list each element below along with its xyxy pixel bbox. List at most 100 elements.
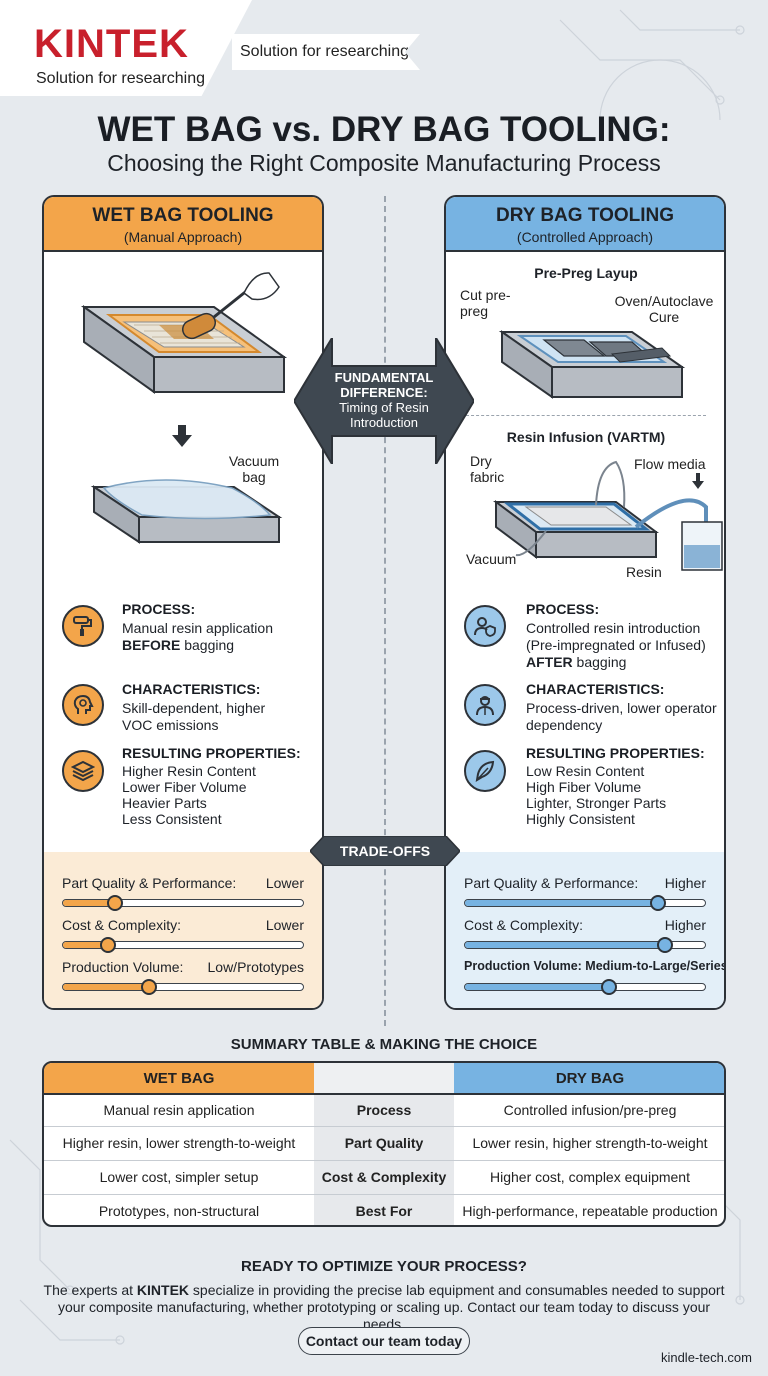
- operator-shield-icon: [474, 617, 496, 637]
- wet-result-item: Lower Fiber Volume: [122, 779, 247, 795]
- table-cell-criterion: Part Quality: [344, 1135, 424, 1151]
- wet-subheading: (Manual Approach): [123, 229, 243, 245]
- wet-process-icon-circle: [62, 605, 104, 647]
- dry-result-item: High Fiber Volume: [526, 779, 642, 795]
- wet-characteristics-heading: CHARACTERISTICS:: [122, 681, 261, 697]
- resin-label: Resin: [626, 564, 662, 580]
- fundamental-text: Timing of Resin Introduction: [339, 400, 429, 430]
- dry-tradeoffs-section: Part Quality & Performance: Higher Cost …: [446, 852, 726, 1008]
- wet-process-bagging: bagging: [180, 637, 235, 653]
- dry-tradeoff-value: Higher: [664, 875, 706, 891]
- dry-process-title: PROCESS:: [526, 601, 600, 617]
- dry-process-after: AFTER: [526, 654, 573, 670]
- tradeoffs-banner-shape: [310, 836, 460, 866]
- table-row-divider: [44, 1093, 724, 1095]
- wet-results-icon-circle: [62, 750, 104, 792]
- dry-tradeoff-label: Production Volume:: [464, 959, 586, 973]
- page-subtitle: Choosing the Right Composite Manufacturi…: [107, 150, 661, 176]
- dry-result-item: Highly Consistent: [526, 811, 635, 827]
- dry-characteristics-line1: Process-driven, lower operator: [526, 700, 717, 716]
- table-cell-dry: Lower resin, higher strength-to-weight: [472, 1135, 708, 1151]
- dry-characteristics-icon-circle: [464, 684, 506, 726]
- wet-result-item: Less Consistent: [122, 811, 222, 827]
- arrow-down-icon: [172, 425, 192, 447]
- cta-brand: KINTEK: [136, 1282, 190, 1298]
- wet-tradeoffs-section: Part Quality & Performance: Lower Cost &…: [44, 852, 322, 1008]
- wet-slider-fill: [63, 942, 109, 948]
- head-gear-icon: [73, 694, 94, 714]
- contact-team-button[interactable]: Contact our team today: [298, 1327, 470, 1355]
- cta-body: The experts at KINTEK specialize in prov…: [40, 1282, 728, 1333]
- brand-logo: KINTEK: [34, 22, 189, 66]
- wet-tradeoff-label: Cost & Complexity:: [62, 917, 182, 933]
- table-cell-criterion: Process: [356, 1101, 412, 1118]
- dry-heading: DRY BAG TOOLING: [495, 205, 675, 226]
- dry-result-item: Low Resin Content: [526, 763, 645, 779]
- wet-tradeoff-label: Part Quality & Performance:: [62, 875, 237, 891]
- dry-tradeoff-value: Medium-to-Large/Series: [585, 959, 726, 973]
- table-cell-criterion: Cost & Complexity: [321, 1169, 447, 1185]
- dry-volume-slider: [464, 983, 706, 991]
- wet-process-line2: BEFORE bagging: [122, 637, 234, 654]
- preg-layup-title: Pre-Preg Layup: [534, 265, 638, 281]
- table-header-wet: WET BAG: [44, 1063, 314, 1093]
- dry-section-separator: [466, 415, 706, 416]
- vacuum-label: Vacuum: [466, 551, 517, 567]
- brand-tagline: Solution for researching: [36, 70, 205, 87]
- table-cell-criterion: Best For: [355, 1202, 413, 1219]
- double-arrow-shape: [294, 338, 474, 464]
- resin-infusion-title: Resin Infusion (VARTM): [506, 429, 666, 445]
- dry-process-bagging: bagging: [572, 654, 627, 670]
- wet-tradeoff-value: Lower: [265, 917, 304, 933]
- wet-heading: WET BAG TOOLING: [92, 205, 274, 226]
- dry-tradeoff-label: Part Quality & Performance:: [464, 875, 639, 891]
- logo-panel: [0, 0, 252, 96]
- table-cell-wet: Manual resin application: [103, 1101, 255, 1118]
- dry-cost-knob: [656, 937, 673, 953]
- dry-results-title: RESULTING PROPERTIES:: [526, 745, 705, 761]
- dry-process-line2: (Pre-impregnated or Infused): [526, 637, 706, 653]
- table-cell-dry: Higher cost, complex equipment: [490, 1169, 690, 1185]
- table-row-divider: [44, 1160, 724, 1161]
- wet-process-line1: Manual resin application: [122, 620, 273, 636]
- dry-bag-panel: DRY BAG TOOLING (Controlled Approach) Pr…: [444, 195, 726, 1010]
- dry-process-line1: Controlled resin introduction: [526, 620, 701, 636]
- paint-roller-icon: [73, 616, 92, 636]
- dry-process-line3: AFTER bagging: [526, 654, 626, 671]
- dry-quality-knob: [649, 895, 666, 911]
- layers-icon: [71, 760, 95, 782]
- feather-icon: [475, 760, 495, 782]
- dry-slider-fill: [465, 900, 657, 906]
- wet-result-item: Heavier Parts: [122, 795, 207, 811]
- table-cell-wet: Prototypes, non-structural: [98, 1202, 260, 1219]
- wet-vacuum-bag-label: Vacuum bag: [228, 453, 280, 485]
- wet-slider-fill: [63, 984, 150, 990]
- fundamental-title: FUNDAMENTAL DIFFERENCE:: [334, 370, 434, 400]
- website-link[interactable]: kindle-tech.com: [660, 1350, 752, 1365]
- wet-result-item: Higher Resin Content: [122, 763, 256, 779]
- flow-media-label: Flow media: [634, 456, 706, 472]
- arrow-down-icon: [692, 473, 704, 489]
- wet-volume-slider: [62, 983, 304, 991]
- wet-cost-slider: [62, 941, 304, 949]
- cta-body-post: specialize in providing the precise lab …: [57, 1282, 725, 1332]
- summary-table: WET BAG DRY BAG Manual resin application…: [42, 1061, 726, 1227]
- table-mid-column: [314, 1093, 454, 1225]
- dry-subheading: (Controlled Approach): [516, 229, 654, 245]
- summary-title: SUMMARY TABLE & MAKING THE CHOICE: [230, 1036, 538, 1053]
- cta-title: READY TO OPTIMIZE YOUR PROCESS?: [241, 1258, 527, 1275]
- dry-characteristics-title: CHARACTERISTICS:: [526, 681, 665, 697]
- wet-layup-illustration: [80, 272, 288, 394]
- worker-icon: [476, 696, 494, 716]
- dry-tradeoff-volume-row: Production Volume: Medium-to-Large/Serie…: [464, 959, 726, 973]
- wet-quality-slider: [62, 899, 304, 907]
- wet-tradeoff-label: Production Volume:: [62, 959, 184, 975]
- dry-results-icon-circle: [464, 750, 506, 792]
- dry-slider-fill: [465, 942, 665, 948]
- table-cell-dry: Controlled infusion/pre-preg: [503, 1101, 677, 1118]
- dry-slider-fill: [465, 984, 609, 990]
- table-cell-wet: Lower cost, simpler setup: [99, 1169, 259, 1185]
- center-divider: [384, 196, 386, 1026]
- wet-characteristics-icon-circle: [62, 684, 104, 726]
